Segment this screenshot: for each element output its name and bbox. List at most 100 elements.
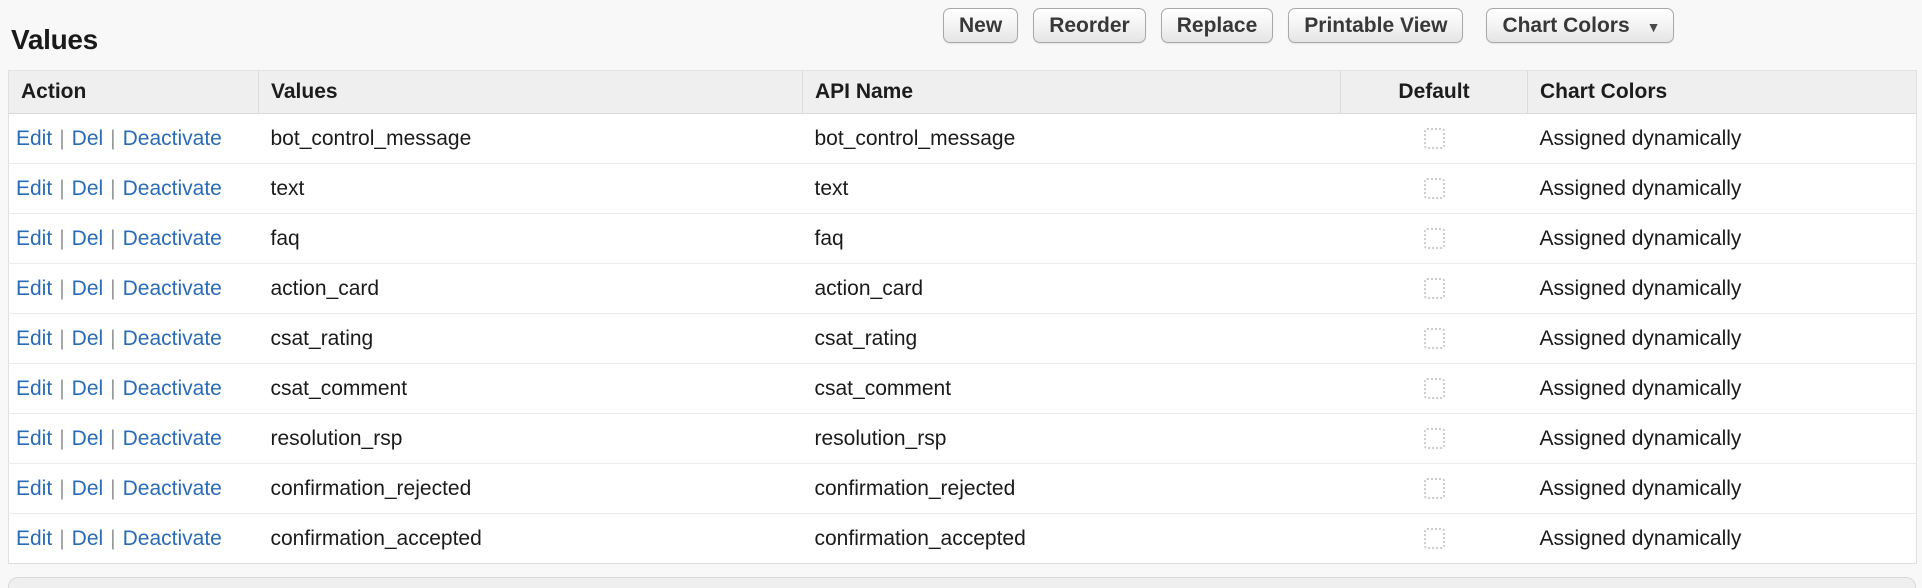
del-link[interactable]: Del [71, 276, 104, 300]
default-cell [1340, 113, 1528, 164]
chart-colors-cell: Assigned dynamically [1527, 413, 1917, 464]
action-cell: Edit|Del|Deactivate [8, 463, 259, 514]
edit-link[interactable]: Edit [16, 476, 53, 500]
default-checkbox[interactable] [1423, 178, 1445, 200]
new-button[interactable]: New [943, 8, 1019, 43]
api-name-cell: faq [802, 213, 1341, 264]
default-cell [1340, 263, 1528, 314]
deactivate-link[interactable]: Deactivate [122, 226, 222, 250]
chart-colors-dropdown-button[interactable]: Chart Colors ▼ [1486, 8, 1675, 43]
action-cell: Edit|Del|Deactivate [8, 113, 259, 164]
table-row: Edit|Del|Deactivate text text Assigned d… [8, 163, 1917, 214]
action-cell: Edit|Del|Deactivate [8, 363, 259, 414]
reorder-button[interactable]: Reorder [1033, 8, 1146, 43]
del-link[interactable]: Del [71, 226, 104, 250]
del-link[interactable]: Del [71, 326, 104, 350]
deactivate-link[interactable]: Deactivate [122, 126, 222, 150]
column-header-default: Default [1340, 70, 1528, 114]
table-row: Edit|Del|Deactivate resolution_rsp resol… [8, 413, 1917, 464]
printable-view-button[interactable]: Printable View [1288, 8, 1464, 43]
del-link[interactable]: Del [71, 476, 104, 500]
chart-colors-cell: Assigned dynamically [1527, 163, 1917, 214]
edit-link[interactable]: Edit [16, 176, 53, 200]
next-section-top-edge [8, 577, 1916, 588]
api-name-cell: resolution_rsp [802, 413, 1341, 464]
value-cell: action_card [258, 263, 803, 314]
edit-link[interactable]: Edit [16, 326, 53, 350]
value-cell: text [258, 163, 803, 214]
column-header-api-name: API Name [802, 70, 1341, 114]
default-cell [1340, 463, 1528, 514]
value-cell: confirmation_rejected [258, 463, 803, 514]
table-row: Edit|Del|Deactivate action_card action_c… [8, 263, 1917, 314]
edit-link[interactable]: Edit [16, 526, 53, 550]
chart-colors-cell: Assigned dynamically [1527, 113, 1917, 164]
default-checkbox[interactable] [1423, 278, 1445, 300]
default-checkbox[interactable] [1423, 128, 1445, 150]
default-checkbox[interactable] [1423, 528, 1445, 550]
default-checkbox[interactable] [1423, 378, 1445, 400]
default-cell [1340, 163, 1528, 214]
value-cell: bot_control_message [258, 113, 803, 164]
value-cell: csat_comment [258, 363, 803, 414]
deactivate-link[interactable]: Deactivate [122, 276, 222, 300]
action-separator: | [59, 526, 65, 550]
table-row: Edit|Del|Deactivate bot_control_message … [8, 113, 1917, 164]
del-link[interactable]: Del [71, 126, 104, 150]
action-cell: Edit|Del|Deactivate [8, 263, 259, 314]
api-name-cell: csat_comment [802, 363, 1341, 414]
action-cell: Edit|Del|Deactivate [8, 213, 259, 264]
deactivate-link[interactable]: Deactivate [122, 376, 222, 400]
toolbar: New Reorder Replace Printable View Chart… [943, 8, 1675, 43]
default-cell [1340, 413, 1528, 464]
del-link[interactable]: Del [71, 176, 104, 200]
action-separator: | [110, 226, 116, 250]
action-separator: | [59, 226, 65, 250]
del-link[interactable]: Del [71, 426, 104, 450]
del-link[interactable]: Del [71, 526, 104, 550]
table-row: Edit|Del|Deactivate csat_comment csat_co… [8, 363, 1917, 414]
column-header-action: Action [8, 70, 259, 114]
edit-link[interactable]: Edit [16, 276, 53, 300]
chart-colors-cell: Assigned dynamically [1527, 313, 1917, 364]
deactivate-link[interactable]: Deactivate [122, 326, 222, 350]
chart-colors-cell: Assigned dynamically [1527, 363, 1917, 414]
api-name-cell: text [802, 163, 1341, 214]
default-checkbox[interactable] [1423, 478, 1445, 500]
deactivate-link[interactable]: Deactivate [122, 526, 222, 550]
chart-colors-cell: Assigned dynamically [1527, 263, 1917, 314]
action-separator: | [110, 326, 116, 350]
action-cell: Edit|Del|Deactivate [8, 163, 259, 214]
table-row: Edit|Del|Deactivate confirmation_accepte… [8, 513, 1917, 564]
chart-colors-cell: Assigned dynamically [1527, 513, 1917, 564]
action-separator: | [59, 176, 65, 200]
api-name-cell: confirmation_accepted [802, 513, 1341, 564]
caret-down-icon: ▼ [1646, 18, 1661, 35]
value-cell: csat_rating [258, 313, 803, 364]
default-checkbox[interactable] [1423, 228, 1445, 250]
action-separator: | [59, 376, 65, 400]
edit-link[interactable]: Edit [16, 226, 53, 250]
deactivate-link[interactable]: Deactivate [122, 476, 222, 500]
deactivate-link[interactable]: Deactivate [122, 176, 222, 200]
replace-button[interactable]: Replace [1160, 8, 1274, 43]
edit-link[interactable]: Edit [16, 126, 53, 150]
default-checkbox[interactable] [1423, 428, 1445, 450]
action-separator: | [110, 276, 116, 300]
value-cell: resolution_rsp [258, 413, 803, 464]
action-separator: | [110, 126, 116, 150]
api-name-cell: csat_rating [802, 313, 1341, 364]
chart-colors-cell: Assigned dynamically [1527, 213, 1917, 264]
action-separator: | [110, 376, 116, 400]
action-cell: Edit|Del|Deactivate [8, 313, 259, 364]
api-name-cell: bot_control_message [802, 113, 1341, 164]
action-cell: Edit|Del|Deactivate [8, 513, 259, 564]
default-checkbox[interactable] [1423, 328, 1445, 350]
edit-link[interactable]: Edit [16, 426, 53, 450]
deactivate-link[interactable]: Deactivate [122, 426, 222, 450]
del-link[interactable]: Del [71, 376, 104, 400]
table-row: Edit|Del|Deactivate csat_rating csat_rat… [8, 313, 1917, 364]
action-separator: | [59, 276, 65, 300]
edit-link[interactable]: Edit [16, 376, 53, 400]
action-separator: | [59, 126, 65, 150]
